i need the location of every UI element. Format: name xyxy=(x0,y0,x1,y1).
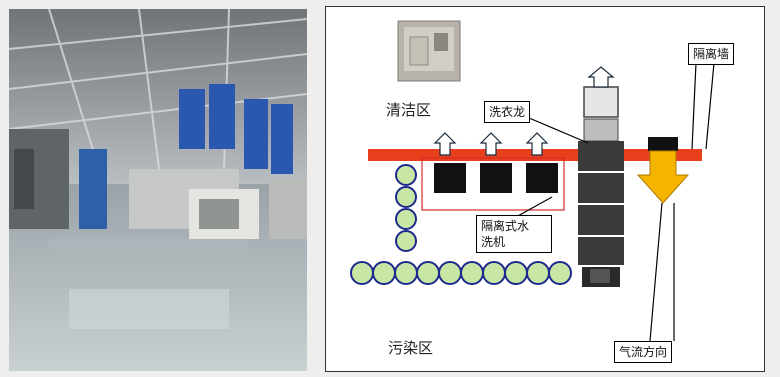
barrier-washer-callout: 隔离式水 洗机 xyxy=(476,215,552,253)
callout-lines xyxy=(515,62,715,342)
washer-dryer-callout: 洗衣龙 xyxy=(484,101,531,123)
washer-dryer-photo-icon xyxy=(397,20,461,82)
diagram-graphics xyxy=(350,20,715,342)
tunnel-washer-column xyxy=(578,66,624,287)
isolation-laundry-diagram: 清洁区 污染区 洗衣龙 隔离墙 隔离式水 洗机 气流方向 xyxy=(325,6,765,372)
laundry-facility-photo xyxy=(9,9,307,371)
clean-zone-label: 清洁区 xyxy=(386,101,432,119)
photo-illustration xyxy=(9,9,307,371)
barrier-wall-callout: 隔离墙 xyxy=(688,43,735,65)
airflow-arrow xyxy=(636,137,690,204)
hamper-chain xyxy=(350,164,572,285)
barrier-washers xyxy=(434,163,558,193)
barrier-washer-line2: 洗机 xyxy=(481,235,506,249)
airflow-callout: 气流方向 xyxy=(614,341,673,363)
exhaust-arrows xyxy=(433,132,549,156)
barrier-washer-line1: 隔离式水 xyxy=(481,219,530,233)
dirty-zone-label: 污染区 xyxy=(388,339,434,357)
